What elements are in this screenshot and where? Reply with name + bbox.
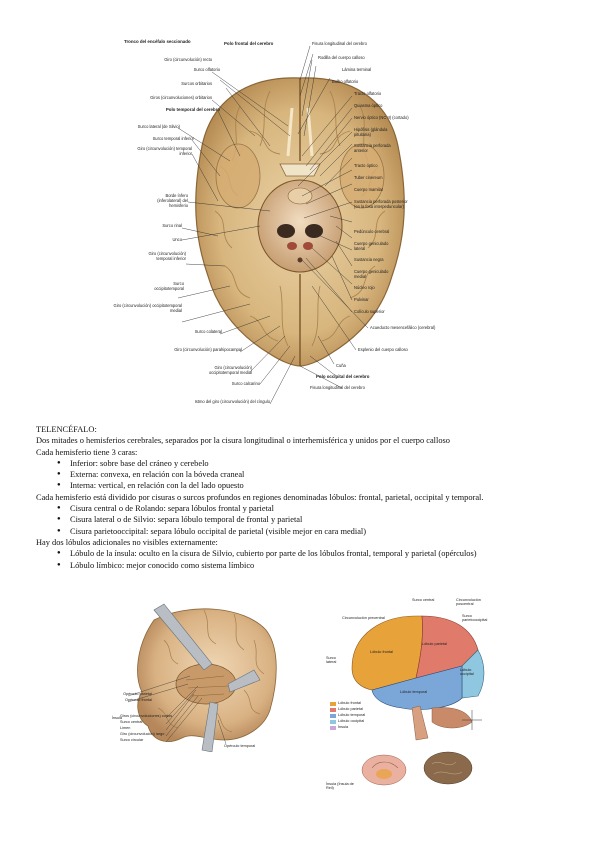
figure1-right-label: Tuber cinereum [354, 175, 383, 180]
figure1-right-label: Cuerpo geniculado medial [354, 269, 389, 279]
figure1-right-label: Cuerpo mamilar [354, 187, 384, 192]
figure1-right-label: Fisura longitudinal del cerebro [310, 385, 365, 390]
figure1-right-label: Pedúnculo cerebral [354, 229, 390, 234]
figure2-label: Giro (circunvolución) largo [120, 732, 165, 736]
figure1-left-label: Surco lateral (de Silvio) [137, 124, 180, 129]
figure1-right-label: Rodilla del cuerpo calloso [318, 55, 365, 60]
figure1-right-label: Lámina terminal [342, 67, 372, 72]
figure1-right-label: Tracto olfatorio [354, 91, 382, 96]
figure1-left-label: Polo temporal del cerebro [165, 107, 220, 112]
legend-item: Lóbulo temporal [338, 713, 366, 717]
figure1-left-label: Giro (circunvolución) temporal inferior [148, 251, 186, 261]
figure1-left-label: Surco colateral [194, 329, 222, 334]
figure1-right-label: Cuña [336, 363, 346, 368]
paragraph: Cada hemisferio está dividido por cisura… [36, 492, 484, 502]
legend-item: Lóbulo occipital [338, 719, 365, 723]
figure1-left-label: Giro (circunvolución) parahipocampal [174, 347, 242, 352]
figure1-left-label: Surco temporal inferior [152, 136, 194, 141]
figure3-label: Lóbulo occipital [460, 668, 474, 677]
figure1-left-label: Istmo del giro (circunvolución) del cíng… [194, 399, 270, 404]
legend [330, 702, 336, 730]
list-item: Cisura central o de Rolando: separa lóbu… [36, 503, 576, 515]
figure1-left-label: Giro (circunvolución) temporal inferior [137, 146, 192, 156]
figure1-left-label: Surco rinal [162, 223, 182, 228]
figure2-label: Opérculo parietal [123, 692, 152, 696]
legend-item: Lóbulo parietal [338, 707, 363, 711]
figure3-label: Lóbulo temporal [400, 690, 428, 694]
figure1-right-label: Pulvinar [354, 297, 369, 302]
list-item: Externa: convexa, en relación con la bóv… [36, 469, 576, 481]
figure1-left-label: Giro (circunvolución) occipitotemporal m… [208, 365, 252, 375]
figure-brain-inferior-view: Tronco del encéfalo seccionado Polo fron… [114, 36, 480, 414]
extra-lobes-list: Lóbulo de la ínsula: oculto en la cisura… [36, 548, 576, 571]
faces-list: Inferior: sobre base del cráneo y cerebe… [36, 458, 576, 492]
figure1-left-label: Giro (circunvolución) occipitotemporal m… [113, 303, 182, 313]
figure3-label: Surco lateral [326, 656, 337, 665]
figure2-label: Limen [120, 726, 131, 730]
figure1-label-frontal-pole: Polo frontal del cerebro [224, 41, 274, 46]
figure1-right-label: Sustancia negra [354, 257, 384, 262]
figure3-label: Surco central [412, 598, 435, 602]
insula-illustration [127, 603, 277, 753]
figure1-right-label: Acueducto mesencefálico (cerebral) [370, 325, 436, 330]
figure3-label: Lóbulo frontal [370, 650, 394, 654]
figure2-label: Giros (circunvoluciones) cortos [120, 714, 173, 718]
section-heading: TELENCÉFALO: [36, 425, 97, 434]
figure1-left-label: Surco olfatorio [193, 67, 220, 72]
list-item: Lóbulo límbico: mejor conocido como sist… [36, 560, 576, 572]
figure2-label: Surco circular [120, 738, 144, 742]
figure1-left-label: Giros (circunvoluciones) orbitarios [150, 95, 212, 100]
figure1-left-label: Borde ínfero (inferolateral) del hemisfe… [157, 193, 188, 208]
figure1-right-label: Esplenio del cuerpo calloso [358, 347, 408, 352]
figure1-left-label: Giro (circunvolución) recto [164, 57, 212, 62]
brain-base-illustration [177, 45, 405, 405]
figure1-right-label: Nervio óptico (NC II) (cortado) [354, 115, 409, 120]
figure1-left-label: Surco occipitotemporal [154, 281, 184, 291]
list-item: Lóbulo de la ínsula: oculto en la cisura… [36, 548, 576, 560]
list-item: Interna: vertical, en relación con la de… [36, 480, 576, 492]
figure2-label: Opérculo frontal [124, 698, 152, 702]
figure1-right-label: Cuerpo geniculado lateral [354, 241, 389, 251]
list-item: Cisura parietooccipital: separa lóbulo o… [36, 526, 576, 538]
figure1-right-label: Quiasma óptico [354, 103, 383, 108]
list-item: Inferior: sobre base del cráneo y cerebe… [36, 458, 576, 470]
figure1-right-label: Hipófisis (glándula pituitaria) [354, 127, 388, 137]
figure1-left-label: Surco calcarino [231, 381, 260, 386]
figure1-left-label: Unco [172, 237, 182, 242]
legend-item: Ínsula [338, 725, 349, 729]
figure1-right-label: Sustancia perforada anterior [354, 143, 391, 153]
figure1-right-label: Polo occipital del cerebro [316, 374, 370, 379]
figure2-label: Ínsula [111, 716, 122, 720]
figure1-right-label: Sustancia perforada posterior (en la fos… [354, 199, 408, 209]
figure3-insula-label: Ínsula (Ínsula de Reil) [326, 782, 354, 791]
legend-item: Lóbulo frontal [338, 701, 362, 705]
list-item: Cisura lateral o de Silvio: separa lóbul… [36, 514, 576, 526]
figure-brain-lobes: Surco central Circunvolución poscentral … [312, 598, 498, 798]
figure1-right-label: Tracto óptico [354, 163, 378, 168]
figure1-right-label: Núcleo rojo [354, 285, 375, 290]
figure3-label: Surco parietooccipital [462, 614, 488, 623]
figure1-right-label: Fisura longitudinal del cerebro [312, 41, 367, 46]
paragraph: Hay dos lóbulos adicionales no visibles … [36, 537, 218, 547]
figure1-left-label: Surcos orbitarios [181, 81, 212, 86]
fissures-list: Cisura central o de Rolando: separa lóbu… [36, 503, 576, 537]
telencephalon-notes: TELENCÉFALO: Dos mitades o hemisferios c… [36, 424, 576, 571]
figure2-label: Opérculo temporal [224, 744, 256, 748]
figure1-title: Tronco del encéfalo seccionado [124, 39, 191, 44]
paragraph: Cada hemisferio tiene 3 caras: [36, 447, 138, 457]
figure3-label: Circunvolución precentral [342, 616, 385, 620]
figure2-label: Surco central [120, 720, 143, 724]
figure1-right-label: Colículo superior [354, 309, 385, 314]
lobes-illustration [330, 615, 485, 786]
figure1-right-label: Bulbo olfatorio [332, 79, 359, 84]
figure3-label: Circunvolución poscentral [456, 598, 481, 607]
figure-insula-lateral-view: Opérculo parietal Opérculo frontal Ínsul… [94, 600, 280, 753]
paragraph: Dos mitades o hemisferios cerebrales, se… [36, 436, 450, 446]
figure3-label: Lóbulo parietal [422, 642, 447, 646]
